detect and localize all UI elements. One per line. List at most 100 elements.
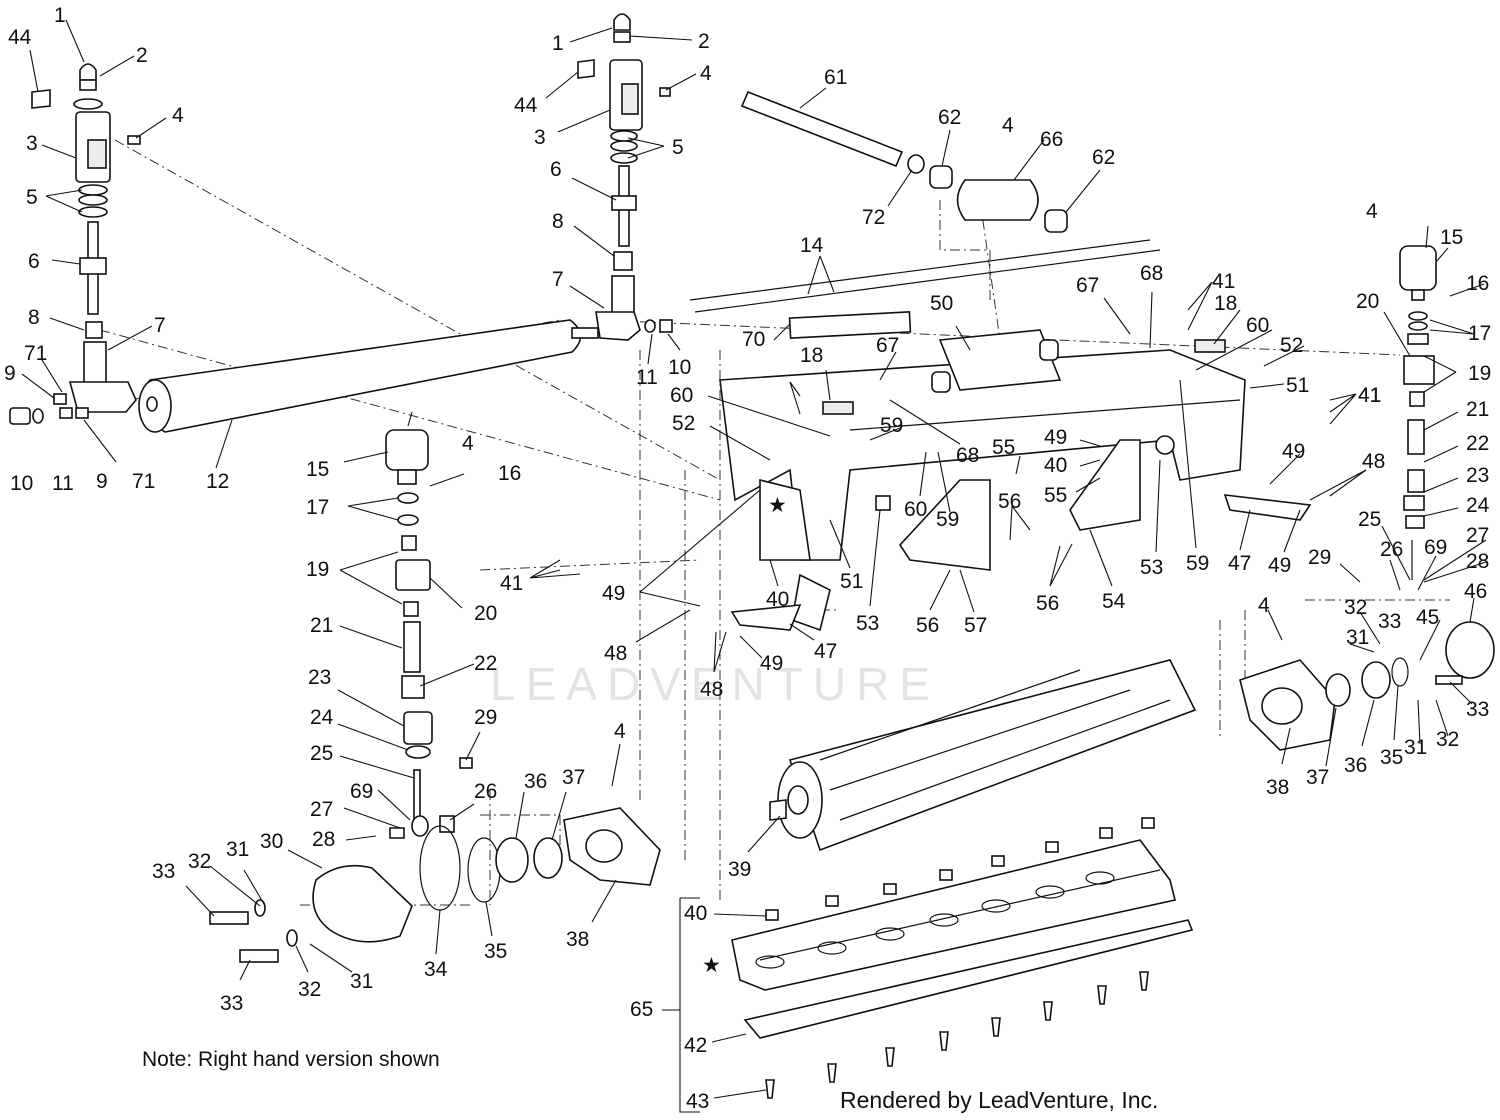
part-label: 59 [1186,552,1209,575]
part-label: 57 [964,614,987,637]
part-label: 41 [1358,384,1381,407]
part-label: 25 [310,742,333,765]
part-label: 41 [1212,270,1235,293]
part-label: 16 [1466,272,1489,295]
part-label: 36 [524,770,547,793]
part-label: 55 [1044,484,1067,507]
part-label: 40 [1044,454,1067,477]
part-label: 7 [552,268,564,291]
part-label: 24 [310,706,334,729]
part-label: 71 [132,470,155,493]
part-label: 35 [484,940,507,963]
left-height-adjuster [9,63,141,425]
part-labels: 1 2 44 3 4 5 6 8 7 9 71 10 11 9 71 12 1 … [4,4,1491,1113]
part-label: 33 [152,860,175,883]
part-label: 33 [1378,610,1401,633]
part-label: 11 [52,472,74,495]
part-label: 43 [686,1090,709,1113]
part-label: 28 [312,828,335,851]
part-label: 2 [136,44,148,67]
part-label: 62 [1092,146,1115,169]
part-label: 32 [1344,596,1367,619]
part-label: 23 [1466,464,1489,487]
part-label: 41 [1358,384,1381,407]
part-label: 16 [498,462,521,485]
watermark-text: LEADVENTURE [490,658,940,710]
star-marker-bedbar: ★ [702,954,721,977]
left-bearing-housing [209,807,661,963]
part-label: 69 [1424,536,1447,559]
part-label: 11 [636,366,658,389]
part-label: 68 [1140,262,1163,285]
part-label: 22 [1466,432,1489,455]
part-label: 67 [876,334,899,357]
part-label: 20 [474,602,497,625]
part-label: 14 [800,234,824,257]
part-label: 4 [1258,594,1270,617]
part-label: 4 [462,432,474,455]
part-label: 31 [1346,626,1369,649]
center-height-adjuster [577,13,673,341]
part-label: 59 [936,508,959,531]
part-label: 4 [700,62,712,85]
part-label: 68 [956,444,979,467]
part-label: 53 [1140,556,1163,579]
part-label: 48 [700,678,723,701]
part-label: 32 [1436,728,1459,751]
part-label: 19 [1468,362,1491,385]
part-label: 49 [1044,426,1067,449]
part-label: 26 [474,780,497,803]
part-label: 6 [28,250,40,273]
part-label: 49 [1268,554,1291,577]
part-label: 25 [1358,508,1381,531]
part-label: 27 [1466,524,1489,547]
part-label: 71 [24,342,47,365]
part-label: 53 [856,612,879,635]
part-label: 48 [604,642,627,665]
part-label: 51 [1286,374,1309,397]
part-label: 49 [602,582,625,605]
part-label: 10 [10,472,33,495]
part-label: 18 [800,344,823,367]
part-label: 60 [904,498,927,521]
leader-lines [21,19,1487,1099]
part-label: 56 [916,614,939,637]
part-label: 5 [26,186,38,209]
part-label: 22 [474,652,497,675]
part-label: 35 [1380,746,1403,769]
part-label: 37 [562,766,585,789]
part-label: 45 [1416,606,1439,629]
part-label: 21 [1466,398,1489,421]
part-label: 50 [930,292,953,315]
bedbar-assembly [662,817,1194,1113]
part-label: 3 [534,126,546,149]
lower-left-adjuster [385,429,473,837]
part-label: 10 [668,356,691,379]
part-label: 49 [760,652,783,675]
part-label: 33 [220,992,243,1015]
part-label: 4 [614,720,626,743]
part-label: 32 [188,850,211,873]
part-label: 17 [1468,322,1491,345]
part-label: 55 [992,436,1015,459]
part-label: 5 [672,136,684,159]
part-label: 34 [424,958,448,981]
part-label: 62 [938,106,961,129]
part-label: 70 [742,328,765,351]
part-label: 27 [310,798,333,821]
star-marker-frame: ★ [768,494,787,517]
part-label: 2 [698,30,710,53]
part-label: 12 [206,470,229,493]
part-label: 39 [728,858,751,881]
part-label: 31 [1404,736,1427,759]
right-bearing-housing [1239,657,1463,751]
reel [769,659,1197,852]
diagram-note: Note: Right hand version shown [142,1048,440,1071]
part-label: 17 [306,496,329,519]
part-label: 61 [824,66,847,89]
part-label: 36 [1344,754,1367,777]
part-label: 29 [474,706,497,729]
part-label: 65 [630,998,653,1021]
part-label: 32 [298,978,321,1001]
part-label: 60 [1246,314,1269,337]
